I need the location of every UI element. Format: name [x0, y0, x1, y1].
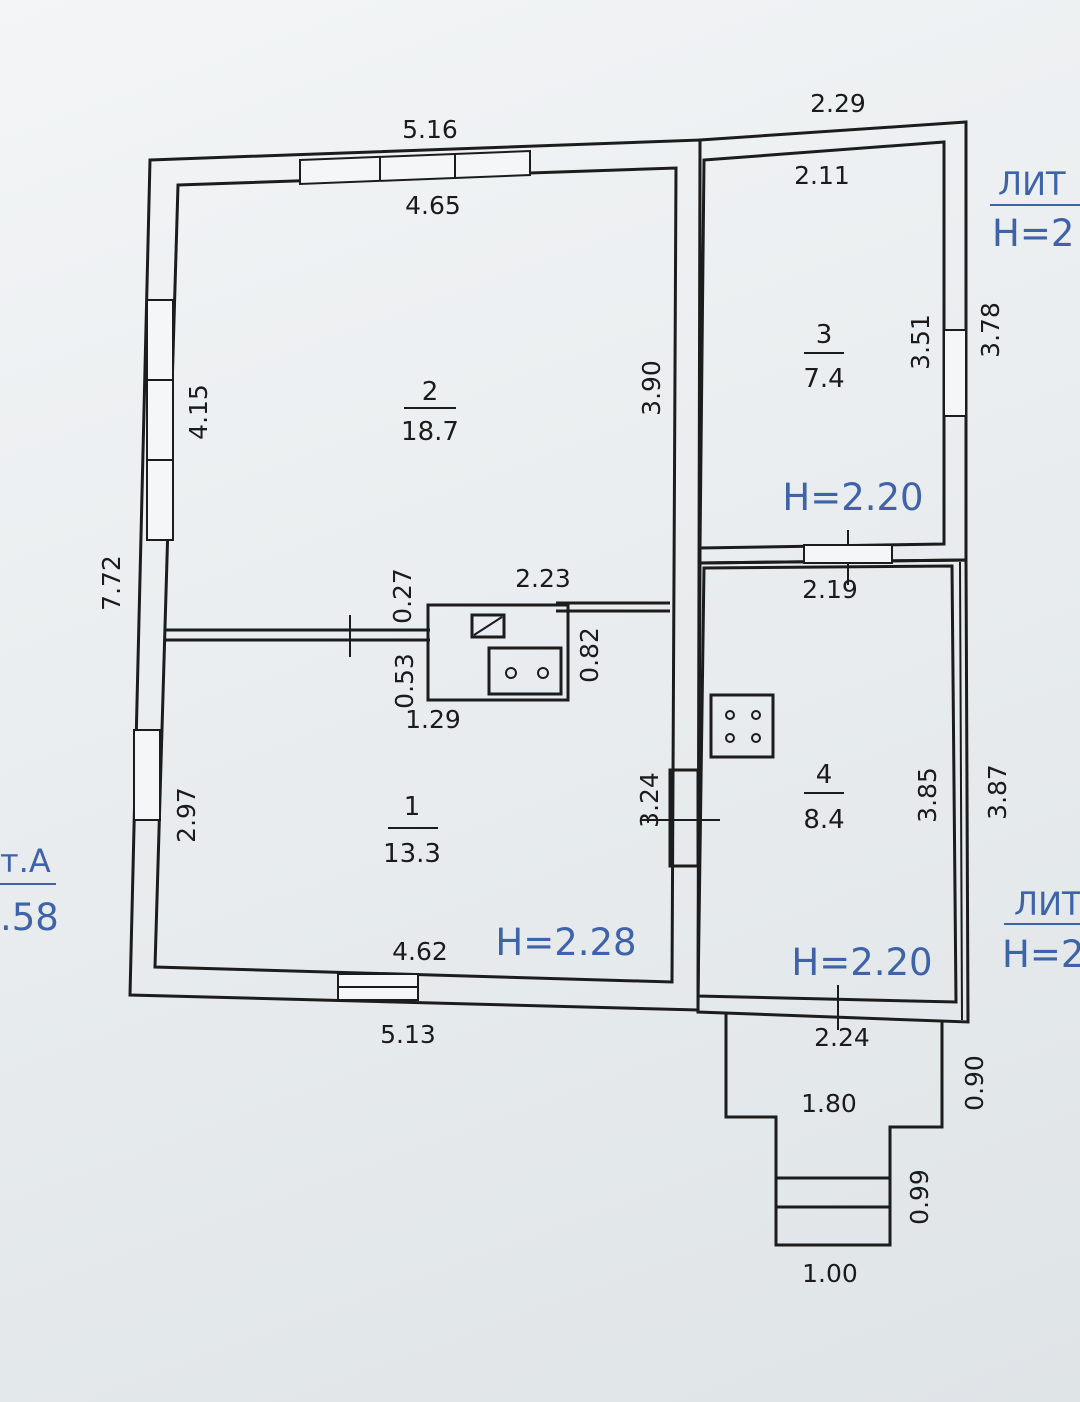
- dim-stove-c: 0.82: [575, 627, 604, 683]
- gas-burner: [725, 710, 735, 720]
- dim-steps-width: 1.00: [802, 1259, 858, 1288]
- dim-steps-depth: 0.99: [905, 1169, 934, 1225]
- dim-r3-height: 3.51: [906, 314, 935, 370]
- dim-bottom-outer: 5.13: [380, 1020, 436, 1049]
- stove-chimney: [470, 613, 506, 639]
- dim-top-inner: 4.65: [405, 191, 461, 220]
- room-3-number: 3: [816, 320, 833, 350]
- porch-outline: [724, 1012, 944, 1247]
- gas-stove: [709, 693, 775, 759]
- height-room3: H=2.20: [782, 476, 923, 519]
- room4-inner-wall: [696, 564, 958, 1004]
- stove-outline: [426, 603, 570, 702]
- room-1-label: 1 13.3: [383, 792, 441, 869]
- stove-chimney-slash: [473, 616, 503, 636]
- room-2-number: 2: [422, 377, 439, 407]
- dim-r3-top: 2.11: [794, 161, 850, 190]
- dim-stove-bottom: 1.29: [405, 705, 461, 734]
- dimension-labels: 5.16 4.65 2.29 2.11 1.29 2.23 2.19 4.62 …: [97, 89, 1012, 1288]
- gas-burner: [751, 710, 761, 720]
- room-2-area: 18.7: [401, 417, 459, 447]
- dim-r2-left: 4.15: [184, 384, 213, 440]
- stove-burner: [537, 667, 549, 679]
- gas-burner: [751, 733, 761, 743]
- height-main: H=2.28: [495, 921, 636, 964]
- height-side-bottom: H=2: [1002, 933, 1080, 976]
- stove-hob: [487, 646, 563, 696]
- window-top: [299, 149, 531, 186]
- window-left-upper: [146, 299, 174, 541]
- porch: [724, 1012, 944, 1247]
- dim-top-outer: 5.16: [402, 115, 458, 144]
- lit-label-left: т.А: [0, 842, 51, 880]
- room-1-number: 1: [404, 792, 421, 822]
- room-labels: 1 13.3 2 18.7 3 7.4 4 8.4: [383, 320, 845, 869]
- dim-r2-right: 3.90: [637, 360, 666, 416]
- dim-r1-left: 2.97: [172, 787, 201, 843]
- dim-left-outer: 7.72: [97, 555, 126, 611]
- dim-stove-top: 2.23: [515, 564, 571, 593]
- height-labels: H=2.28 H=2.20 H=2.20 H=2 H=2 .58 ЛИТ ЛИТ…: [0, 165, 1080, 984]
- window-left-lower: [133, 729, 161, 821]
- window-room3: [943, 329, 967, 417]
- height-side-left: .58: [0, 896, 59, 939]
- dim-r4-top: 2.19: [802, 575, 858, 604]
- lit-label-bottom: ЛИТ: [1014, 885, 1080, 923]
- dim-stove-a: 0.27: [388, 568, 417, 624]
- room-3-area: 7.4: [803, 364, 844, 394]
- room-4-label: 4 8.4: [803, 760, 844, 835]
- room-1-area: 13.3: [383, 839, 441, 869]
- dim-r4-outer: 3.87: [983, 764, 1012, 820]
- dim-stove-b: 0.53: [390, 653, 419, 709]
- dim-r4-bottom: 2.24: [814, 1023, 870, 1052]
- room4-right-double-line: [959, 561, 963, 1021]
- height-side-top: H=2: [992, 212, 1074, 255]
- dim-r3-outer: 3.78: [976, 302, 1005, 358]
- room-4-area: 8.4: [803, 805, 844, 835]
- room-2-label: 2 18.7: [401, 377, 459, 447]
- dim-r1-right: 3.24: [635, 772, 664, 828]
- gas-burner: [725, 733, 735, 743]
- dim-bottom-inner: 4.62: [392, 937, 448, 966]
- windows: [133, 149, 967, 1001]
- window-room3-bottom: [803, 544, 893, 564]
- dim-porch-width: 1.80: [801, 1089, 857, 1118]
- dim-porch-depth: 0.90: [960, 1055, 989, 1111]
- room3-inner-wall: [698, 140, 946, 550]
- dim-r4-height: 3.85: [913, 767, 942, 823]
- lit-label-top: ЛИТ: [998, 165, 1066, 203]
- stove-burner: [505, 667, 517, 679]
- room-3-label: 3 7.4: [803, 320, 844, 394]
- room-4-number: 4: [816, 760, 833, 790]
- doorway-1-4: [668, 768, 700, 868]
- height-room4: H=2.20: [791, 941, 932, 984]
- dim-right-top: 2.29: [810, 89, 866, 118]
